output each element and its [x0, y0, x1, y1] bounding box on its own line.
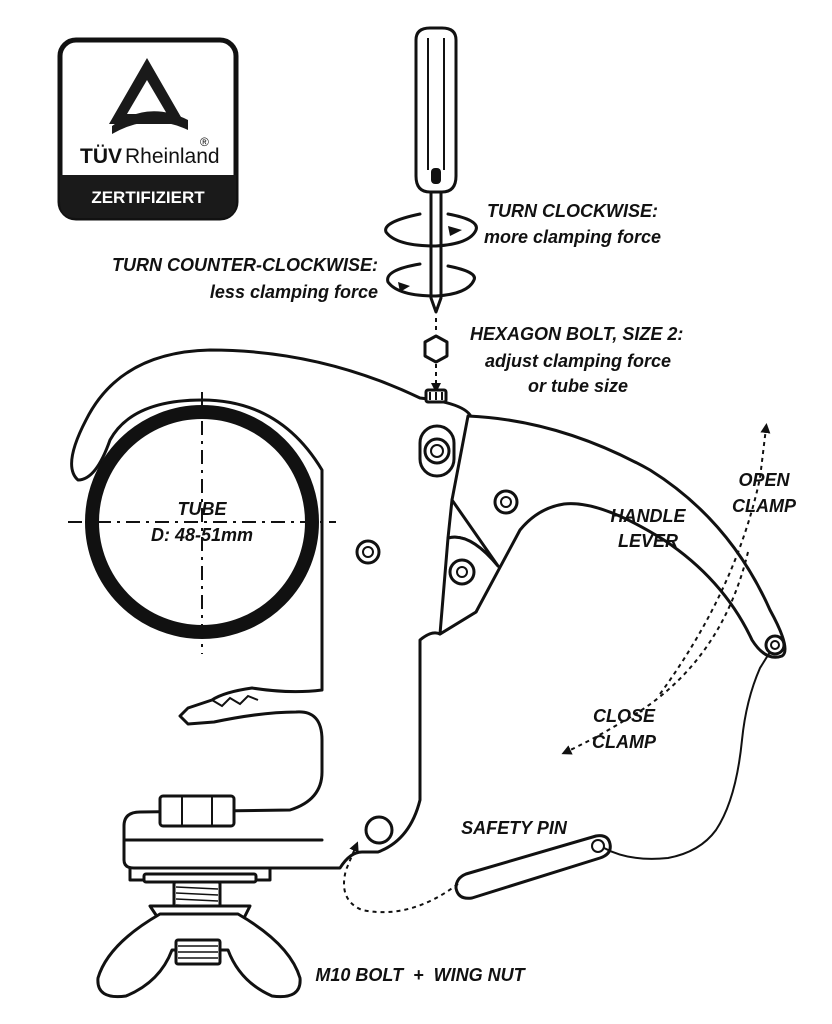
hexagon-bolt-sub2: or tube size — [528, 376, 628, 396]
bolt-wing-nut-label: M10 BOLT + WING NUT — [315, 965, 526, 985]
tuv-brand-suffix: Rheinland — [125, 145, 220, 168]
open-clamp-arrow — [659, 423, 771, 695]
close-clamp-line1: CLOSE — [593, 706, 656, 726]
safety-pin-label: SAFETY PIN — [461, 818, 568, 838]
open-clamp-line2: CLAMP — [732, 496, 797, 516]
clamp-body — [70, 348, 787, 882]
tuv-brand-prefix: TÜV — [80, 145, 122, 168]
turn-ccw-sub: less clamping force — [210, 282, 378, 302]
turn-clockwise-sub: more clamping force — [484, 227, 661, 247]
open-clamp-line1: OPEN — [738, 470, 790, 490]
tube-cross-section — [68, 392, 336, 654]
handle-lever-line2: LEVER — [618, 531, 678, 551]
registered-mark: ® — [200, 135, 209, 149]
pin-insert-arrow — [343, 841, 459, 914]
tube-size: D: 48-51mm — [151, 525, 253, 545]
screwdriver-icon — [414, 26, 458, 314]
safety-pin — [454, 651, 771, 900]
hexagon-bolt-title: HEXAGON BOLT, SIZE 2: — [470, 324, 683, 344]
rotation-arrow-icon — [384, 212, 478, 298]
tube-title: TUBE — [178, 499, 228, 519]
tuv-triangle-icon — [109, 58, 188, 134]
tuv-certification-badge: TÜV Rheinland ® ZERTIFIZIERT — [57, 37, 239, 221]
handle-lever-line1: HANDLE — [611, 506, 687, 526]
turn-clockwise-title: TURN CLOCKWISE: — [487, 201, 658, 221]
close-clamp-line2: CLAMP — [592, 732, 657, 752]
certified-label: ZERTIFIZIERT — [91, 188, 205, 207]
hexagon-bolt-sub1: adjust clamping force — [485, 351, 671, 371]
turn-ccw-title: TURN COUNTER-CLOCKWISE: — [112, 255, 378, 275]
wing-nut-icon — [96, 872, 302, 999]
hexagon-bolt-icon — [423, 318, 449, 393]
